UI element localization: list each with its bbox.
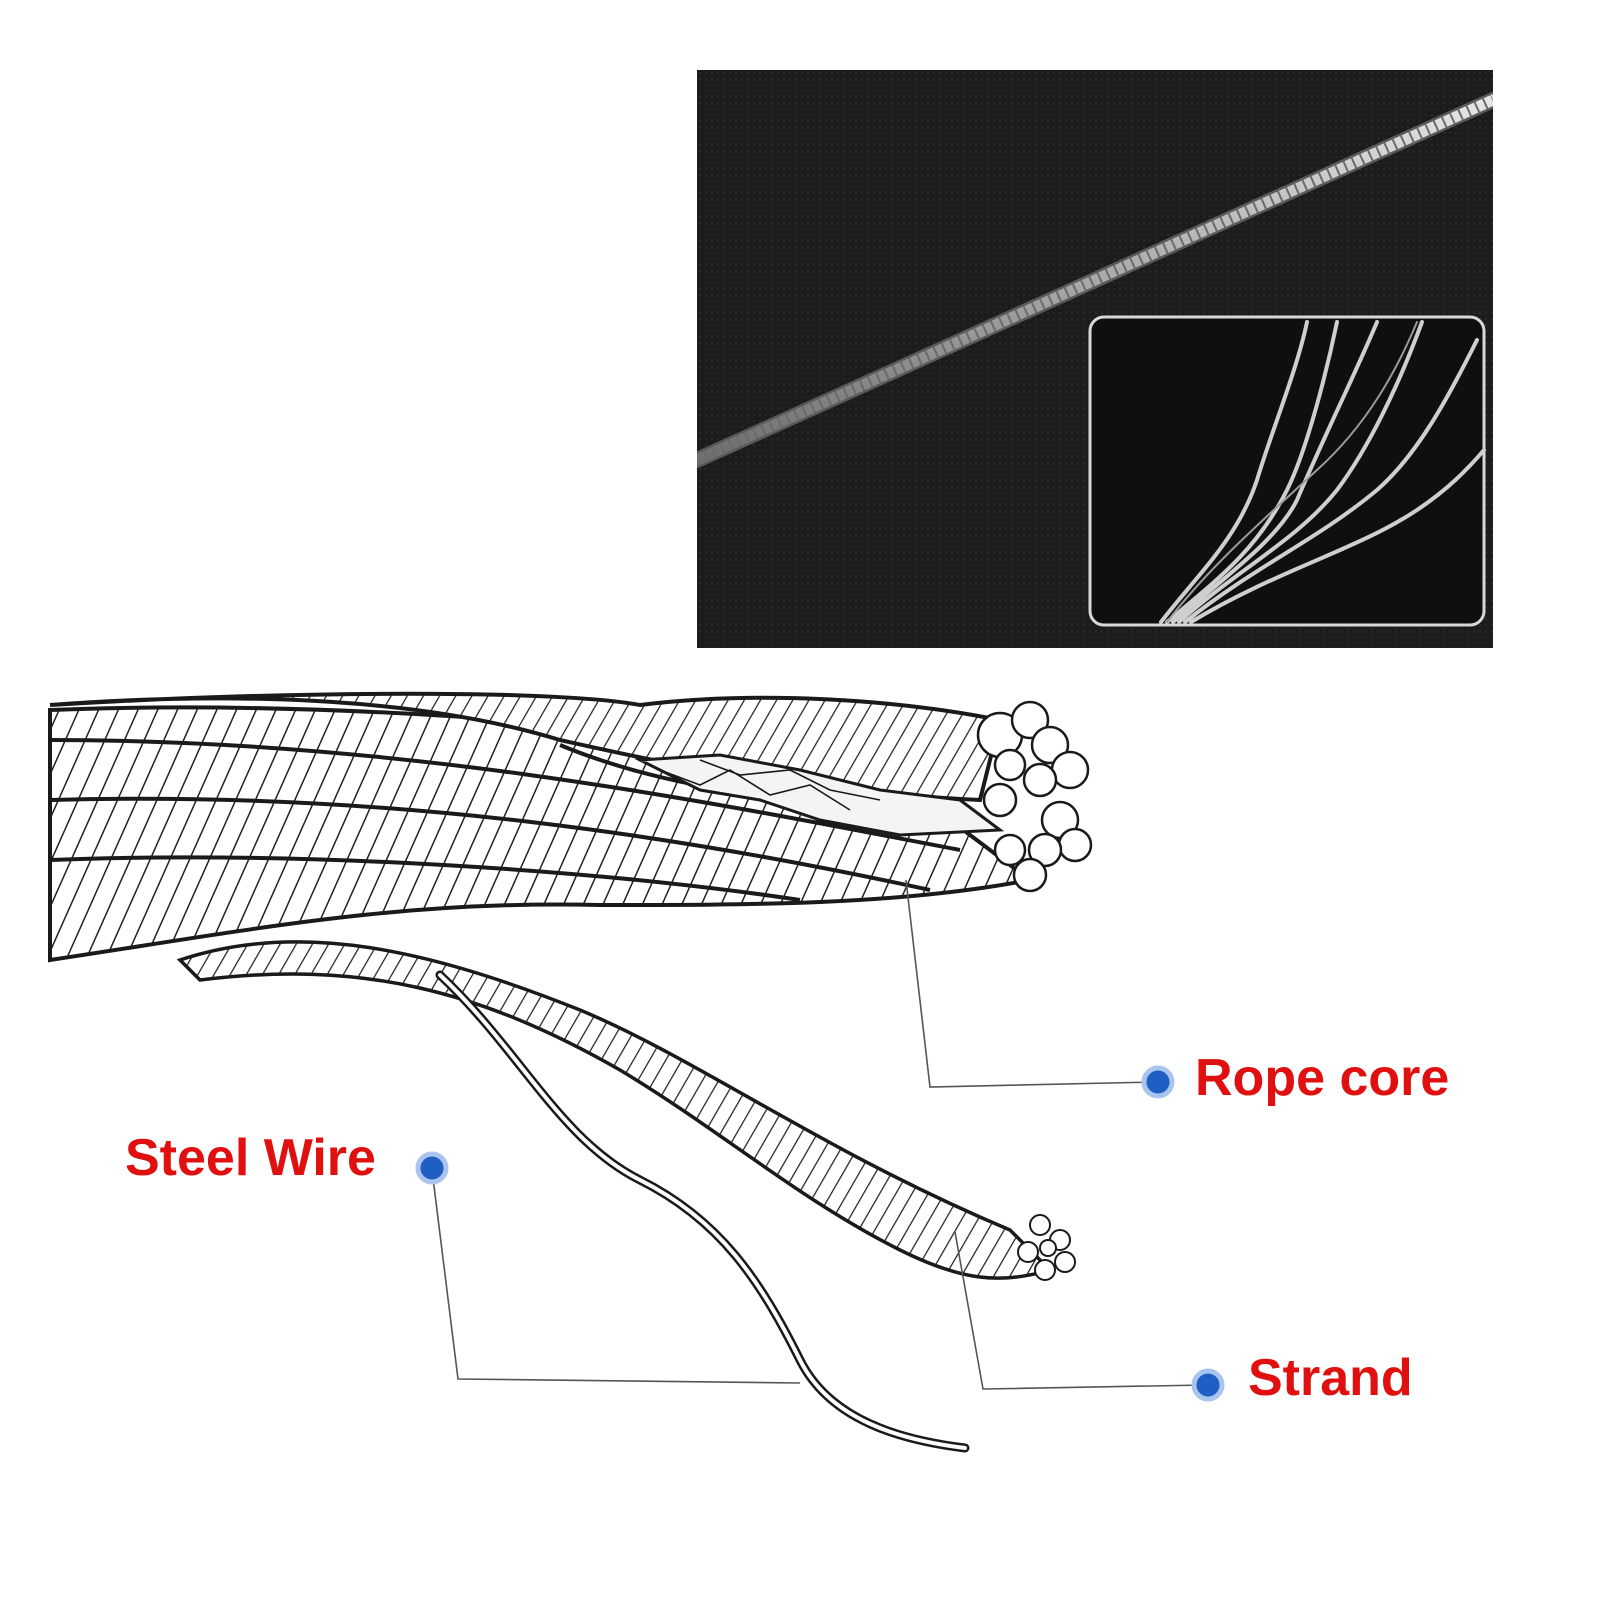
rope-core-fiber <box>634 753 1005 837</box>
leader-strand <box>954 1231 1207 1390</box>
strand-label: Strand <box>1248 1349 1413 1407</box>
leader-steel-wire <box>431 1169 801 1384</box>
untwisted-strands-photo <box>1159 320 1486 624</box>
callout-markers <box>415 1065 1225 1402</box>
cable-photo-panel <box>689 70 1501 648</box>
strand-end-bundles <box>976 700 1093 893</box>
strand-detached <box>176 940 1054 1280</box>
steel-wire-label: Steel Wire <box>125 1129 376 1187</box>
inset-photo-frame <box>1088 315 1486 627</box>
marker-rope-core <box>1141 1065 1175 1099</box>
steel-cable-photo <box>689 70 1501 648</box>
strand-end-wires <box>1017 1214 1076 1281</box>
marker-strand <box>1191 1368 1225 1402</box>
rope-core-label: Rope core <box>1195 1049 1450 1107</box>
marker-steel-wire <box>415 1151 449 1185</box>
leader-lines <box>431 879 1207 1390</box>
leader-rope-core <box>905 879 1156 1088</box>
